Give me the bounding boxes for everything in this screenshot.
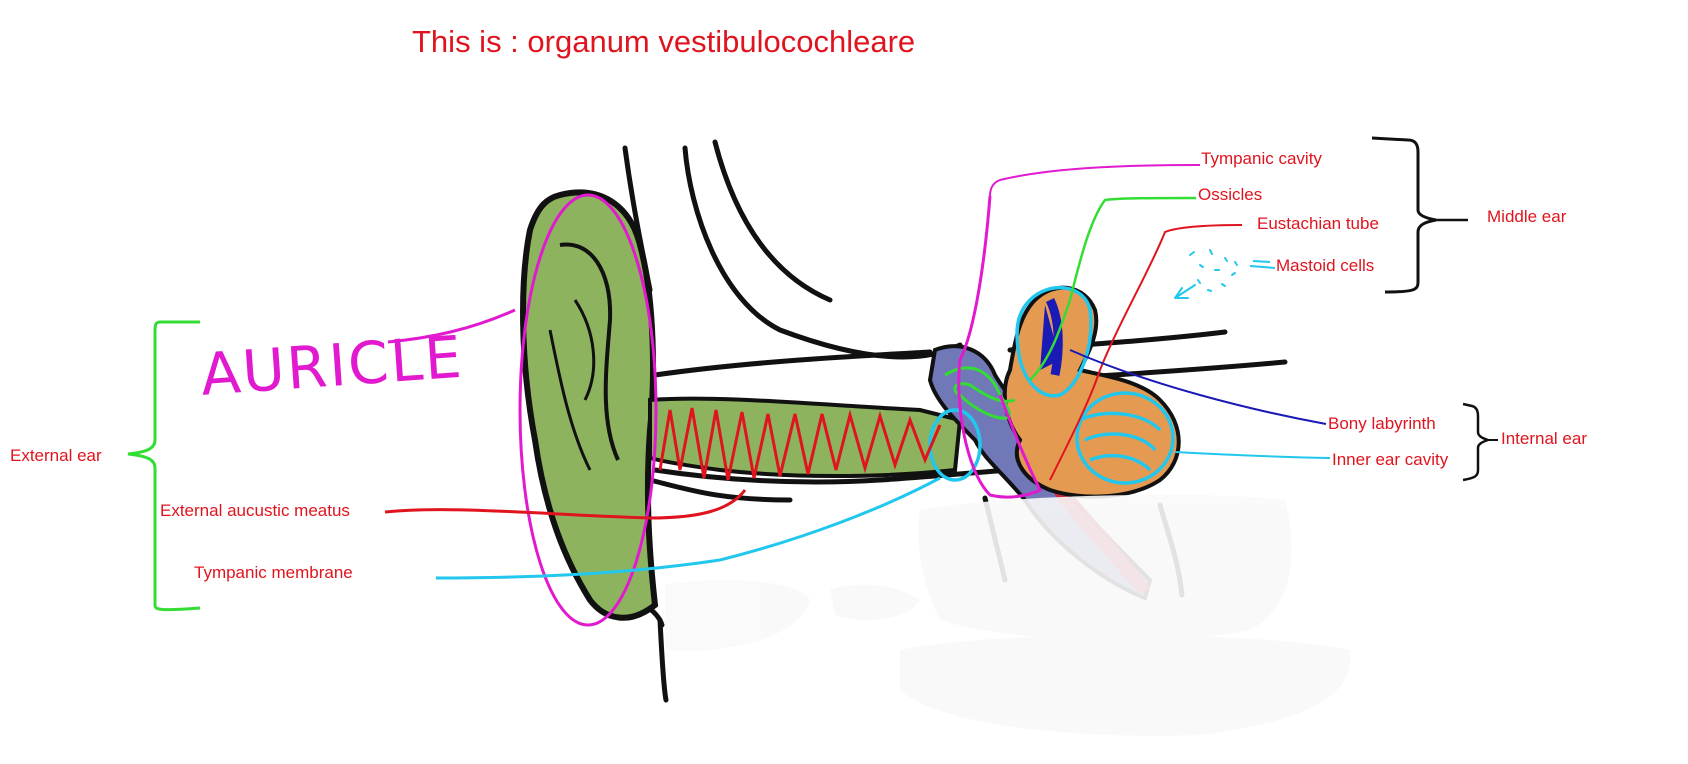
label-external-ear: External ear (10, 446, 102, 465)
page-title: This is : organum vestibulocochleare (412, 24, 916, 59)
tympanic-cavity-outline (957, 195, 1043, 499)
label-mastoid-cells: Mastoid cells (1276, 256, 1375, 275)
external-acoustic-meatus-shape (648, 396, 963, 478)
inner-ear-cavity-leader-line (1174, 451, 1331, 459)
mastoid-dots (1174, 249, 1238, 299)
label-eustachian-tube: Eustachian tube (1257, 214, 1379, 233)
label-external-acoustic-meatus: External aucustic meatus (160, 501, 350, 520)
auricle-outline (518, 193, 658, 627)
tympanic-cavity-leader-line (989, 164, 1201, 197)
meatus-zigzag (658, 407, 942, 481)
label-middle-ear: Middle ear (1487, 207, 1567, 226)
eustachian-tube-leader-line (1049, 224, 1243, 481)
label-ossicles: Ossicles (1198, 185, 1263, 204)
mastoid-cells-leader-line (1249, 260, 1276, 269)
auricle-shape (520, 189, 659, 621)
middle-ear-bracket (1371, 136, 1437, 294)
internal-ear-bracket (1462, 402, 1492, 482)
external-ear-bracket (127, 320, 201, 612)
auricle-pointer-line (387, 308, 516, 344)
label-inner-ear-cavity: Inner ear cavity (1332, 450, 1449, 469)
label-bony-labyrinth: Bony labyrinth (1328, 414, 1436, 433)
label-tympanic-membrane: Tympanic membrane (194, 563, 353, 582)
bony-labyrinth-leader-line (1069, 349, 1327, 425)
meatus-leader-line (384, 489, 747, 520)
ossicles-leader-line (1029, 196, 1197, 381)
erased-areas (665, 494, 1351, 736)
label-tympanic-cavity: Tympanic cavity (1201, 149, 1322, 168)
tympanic-membrane-leader-line (435, 476, 941, 580)
ossicles-scribble (944, 366, 1016, 420)
label-internal-ear: Internal ear (1501, 429, 1587, 448)
